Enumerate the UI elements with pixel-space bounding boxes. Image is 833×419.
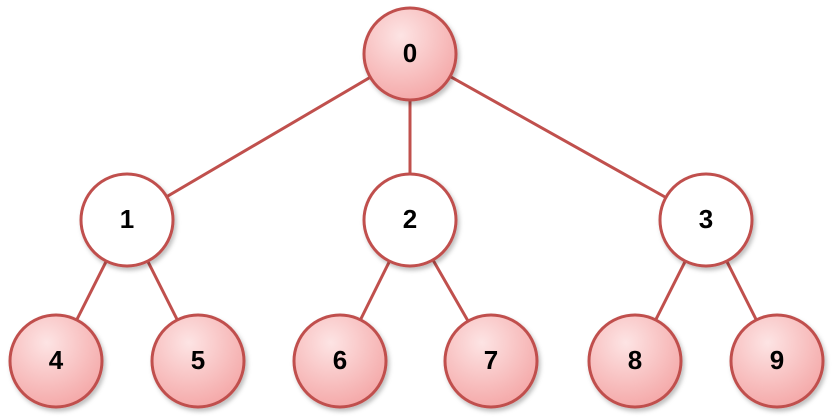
tree-node-2: 2 [362,172,458,268]
node-label-5: 5 [191,345,205,375]
node-circle-1 [79,172,175,268]
node-label-3: 3 [699,204,713,234]
node-label-7: 7 [484,345,498,375]
node-label-8: 8 [628,345,642,375]
node-label-9: 9 [770,345,784,375]
tree-node-9: 9 [729,313,825,409]
node-circle-0 [362,6,458,102]
node-label-1: 1 [120,204,134,234]
edge-0-1 [125,52,412,222]
tree-node-6: 6 [292,313,388,409]
node-label-0: 0 [403,38,417,68]
node-circle-6 [292,313,388,409]
node-circle-3 [658,172,754,268]
node-label-6: 6 [333,345,347,375]
tree-node-3: 3 [658,172,754,268]
tree-node-4: 4 [8,313,104,409]
tree-node-0: 0 [362,6,458,102]
node-label-4: 4 [49,345,64,375]
node-circle-8 [587,313,683,409]
node-circle-9 [729,313,825,409]
node-circle-2 [362,172,458,268]
node-label-2: 2 [403,204,417,234]
tree-node-5: 5 [150,313,246,409]
tree-node-1: 1 [79,172,175,268]
tree-node-7: 7 [443,313,539,409]
node-circle-5 [150,313,246,409]
node-circle-7 [443,313,539,409]
edge-0-3 [408,52,708,222]
nodes-layer: 0 1 2 3 4 5 6 7 8 9 [8,6,825,409]
node-circle-4 [8,313,104,409]
tree-node-8: 8 [587,313,683,409]
